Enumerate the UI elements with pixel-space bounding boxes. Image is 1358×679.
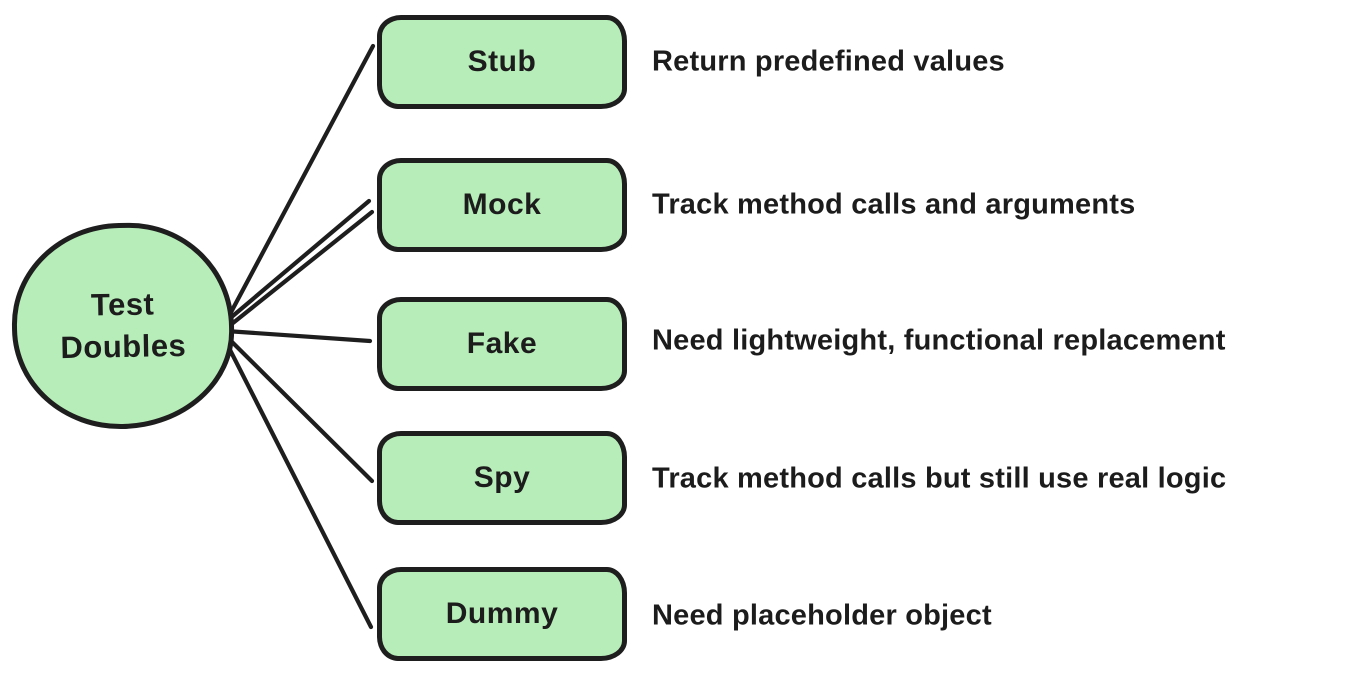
connector-spy [225,335,375,484]
node-mock: Mock [377,158,627,252]
node-fake-label: Fake [466,327,538,360]
node-spy: Spy [377,431,627,525]
root-node-label-line1: Test [90,286,155,323]
node-stub-description: Return predefined values [652,45,1005,78]
root-node-label-line2: Doubles [60,327,187,366]
node-fake: Fake [377,297,627,391]
node-stub: Stub [377,15,627,109]
node-spy-description: Track method calls but still use real lo… [652,462,1227,495]
connector-dummy [224,341,374,630]
node-dummy: Dummy [377,567,627,661]
connector-mock-b [225,209,375,330]
node-fake-description: Need lightweight, functional replacement [652,324,1226,357]
node-dummy-label: Dummy [445,597,559,630]
connector-mock-a [225,198,372,323]
root-node-test-doubles: Test Doubles [10,221,236,431]
node-spy-label: Spy [473,461,531,494]
node-dummy-description: Need placeholder object [652,599,992,632]
node-mock-description: Track method calls and arguments [652,188,1136,221]
node-stub-label: Stub [467,45,537,78]
node-mock-label: Mock [462,188,542,221]
connector-fake [223,328,373,344]
connector-stub [226,43,376,319]
